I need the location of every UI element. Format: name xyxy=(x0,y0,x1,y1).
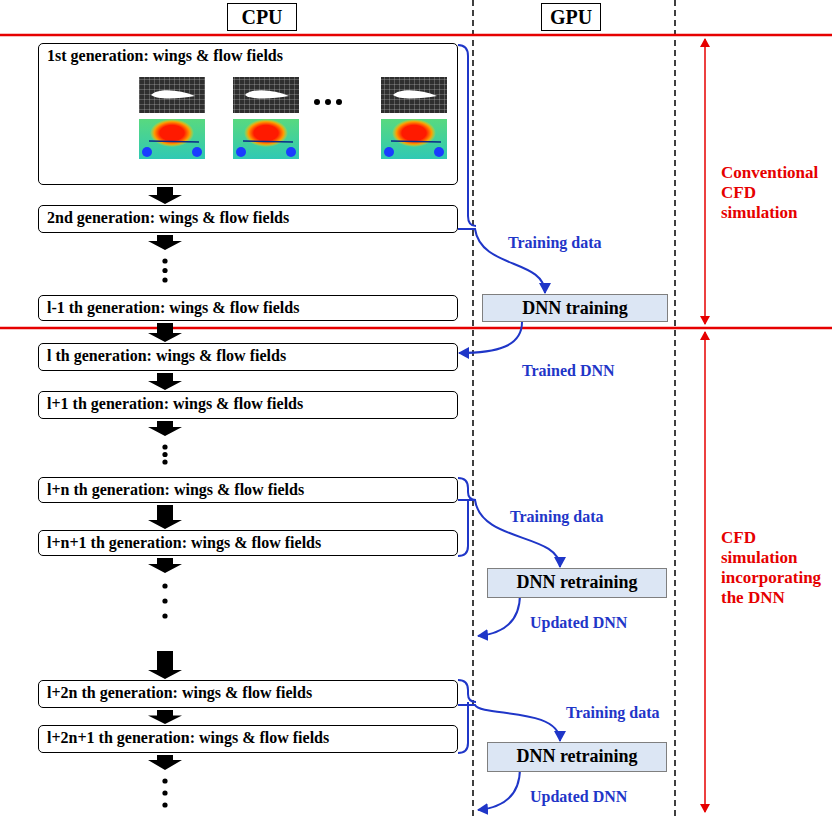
flow-arrow xyxy=(148,323,182,342)
flow-arrow xyxy=(148,421,182,465)
update-arrow xyxy=(478,768,520,810)
span-arrow xyxy=(704,39,706,324)
flow-arrow xyxy=(458,229,545,293)
node-text: DNN retraining xyxy=(488,569,666,595)
node-text: l+2n th generation: wings & flow fields xyxy=(39,681,457,705)
edge-label: Training data xyxy=(564,704,662,722)
generation-box: 1st generation: wings & flow fields xyxy=(38,43,458,185)
node-text: l+n+1 th generation: wings & flow fields xyxy=(39,531,457,555)
flow-arrow xyxy=(148,505,182,529)
column-header: GPU xyxy=(541,3,601,31)
node-text: 1st generation: wings & flow fields xyxy=(39,44,457,68)
node-text: CPU xyxy=(228,4,296,30)
node-text: GPU xyxy=(542,4,600,30)
generation-box: 2nd generation: wings & flow fields xyxy=(38,205,458,233)
edge-label: Training data xyxy=(506,234,604,252)
generation-box: l+1 th generation: wings & flow fields xyxy=(38,391,458,419)
brace xyxy=(458,478,476,556)
flow-arrow xyxy=(458,500,560,567)
generation-box: l+2n th generation: wings & flow fields xyxy=(38,680,458,708)
update-label: Updated DNN xyxy=(528,788,629,806)
dashed-divider xyxy=(674,0,676,817)
update-label: Updated DNN xyxy=(528,614,629,632)
continuation-arrow xyxy=(148,755,182,808)
dashed-divider xyxy=(472,0,474,817)
flow-arrow xyxy=(148,187,182,204)
generation-box: l+n+1 th generation: wings & flow fields xyxy=(38,530,458,556)
update-arrow xyxy=(478,594,520,636)
edge-label: Training data xyxy=(508,508,606,526)
node-text: l+2n+1 th generation: wings & flow field… xyxy=(39,726,457,750)
flow-arrow xyxy=(148,710,182,724)
node-text: l+1 th generation: wings & flow fields xyxy=(39,392,457,416)
generation-box: l th generation: wings & flow fields xyxy=(38,343,458,371)
phase-label: Conventional CFD simulation xyxy=(721,163,829,223)
brace xyxy=(458,680,476,753)
generation-box: l+n th generation: wings & flow fields xyxy=(38,477,458,503)
node-text: l-1 th generation: wings & flow fields xyxy=(39,296,457,320)
dnn-box: DNN retraining xyxy=(487,742,667,772)
flow-arrow xyxy=(459,322,522,353)
column-header: CPU xyxy=(227,3,297,31)
phase-line xyxy=(0,34,832,37)
node-text: l+n th generation: wings & flow fields xyxy=(39,478,457,502)
flow-arrow xyxy=(148,373,182,390)
node-text: DNN training xyxy=(483,295,667,321)
node-text: DNN retraining xyxy=(488,743,666,769)
phase-line xyxy=(0,327,832,330)
brace xyxy=(458,45,476,226)
dnn-box: DNN retraining xyxy=(487,568,667,598)
node-text: l th generation: wings & flow fields xyxy=(39,344,457,368)
flow-arrow xyxy=(148,235,182,283)
phase-label: CFD simulation incorporating the DNN xyxy=(721,528,829,608)
edge-label: Trained DNN xyxy=(520,362,617,380)
generation-box: l+2n+1 th generation: wings & flow field… xyxy=(38,725,458,753)
flow-arrow xyxy=(148,558,182,679)
node-text: 2nd generation: wings & flow fields xyxy=(39,206,457,230)
flow-arrow xyxy=(458,705,560,741)
airfoil-illustration xyxy=(39,44,457,184)
dnn-box: DNN training xyxy=(482,294,668,322)
generation-box: l-1 th generation: wings & flow fields xyxy=(38,295,458,321)
span-arrow xyxy=(704,332,706,812)
